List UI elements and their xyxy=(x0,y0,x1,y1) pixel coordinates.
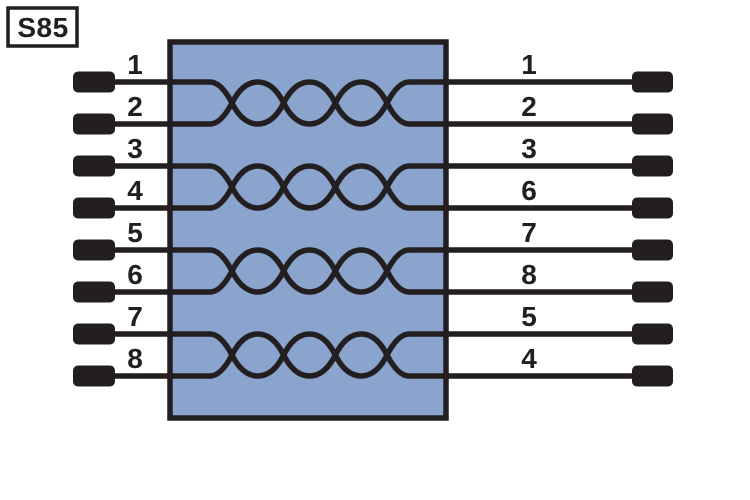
title-badge-frame xyxy=(6,6,79,48)
twisted-pair xyxy=(90,331,652,379)
pin-label-right: 3 xyxy=(521,133,537,164)
pin-label-left: 5 xyxy=(127,217,143,248)
pin-label-left: 3 xyxy=(127,133,143,164)
pin-label-right: 7 xyxy=(521,217,537,248)
pin-connector-left xyxy=(73,365,115,387)
junction-box xyxy=(167,39,449,421)
pin-connector-right xyxy=(632,197,673,219)
twisted-pair xyxy=(90,247,652,295)
wire xyxy=(90,79,652,127)
pin-label-right: 1 xyxy=(521,49,537,80)
wire xyxy=(90,331,652,379)
pin-label-left: 6 xyxy=(127,259,143,290)
pin-connector-right xyxy=(632,323,673,345)
pin-label-left: 8 xyxy=(127,343,143,374)
twisted-pair xyxy=(90,79,652,127)
pin-label-right: 5 xyxy=(521,301,537,332)
pin-connector-left xyxy=(73,239,115,261)
title-badge: S85 xyxy=(6,6,79,48)
pin-connector-right xyxy=(632,113,673,135)
pin-connector-left xyxy=(73,71,115,93)
pin-label-left: 1 xyxy=(127,49,143,80)
pin-connector-right xyxy=(632,239,673,261)
pin-connector-left xyxy=(73,155,115,177)
pin-connector-left xyxy=(73,197,115,219)
pin-connector-right xyxy=(632,71,673,93)
wire xyxy=(90,247,652,295)
pin-label-left: 4 xyxy=(127,175,143,206)
wire xyxy=(90,79,652,127)
pin-connector-left xyxy=(73,281,115,303)
junction-box-group: 1 2 3 4 5 6 7 8 1 2 3 6 7 8 5 4 xyxy=(73,39,673,421)
pin-connector-left xyxy=(73,323,115,345)
pin-label-left: 2 xyxy=(127,91,143,122)
wire xyxy=(90,163,652,211)
pin-connector-right xyxy=(632,281,673,303)
wire xyxy=(90,331,652,379)
pin-label-right: 8 xyxy=(521,259,537,290)
pin-label-right: 2 xyxy=(521,91,537,122)
pin-label-right: 6 xyxy=(521,175,537,206)
pin-label-left: 7 xyxy=(127,301,143,332)
pin-connector-right xyxy=(632,155,673,177)
pin-connector-right xyxy=(632,365,673,387)
wire xyxy=(90,163,652,211)
twisted-pair xyxy=(90,163,652,211)
wire xyxy=(90,247,652,295)
pin-connector-left xyxy=(73,113,115,135)
pin-label-right: 4 xyxy=(521,343,537,374)
title-badge-label: S85 xyxy=(17,12,68,43)
